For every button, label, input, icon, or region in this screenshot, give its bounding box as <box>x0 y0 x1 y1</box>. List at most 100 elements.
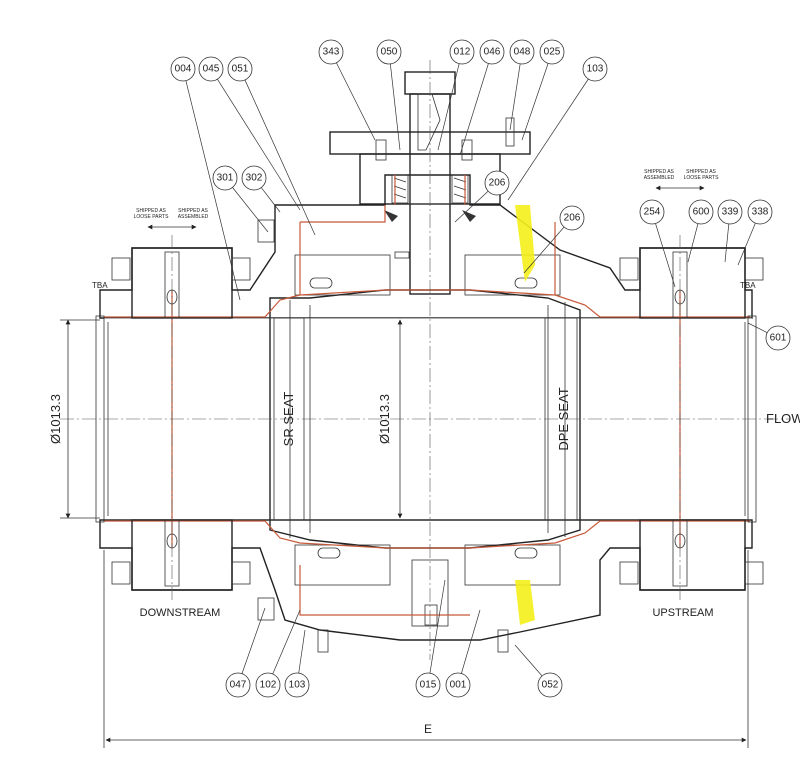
callout-balloon <box>376 39 402 65</box>
callout-label: 046 <box>484 47 501 58</box>
callout-label: 343 <box>323 47 340 58</box>
callout-label: 001 <box>450 680 467 691</box>
callout-leader-line <box>737 222 756 266</box>
callout-leader-line <box>521 63 549 141</box>
callout-leader-line <box>336 62 376 141</box>
callout-leader-line <box>272 609 301 675</box>
callout-label: 103 <box>289 680 306 691</box>
callout-leader-line <box>459 63 489 156</box>
callout-338: 338 <box>737 199 773 266</box>
callout-label: 338 <box>752 207 769 218</box>
callout-leader-line <box>655 223 676 288</box>
callout-339: 339 <box>717 199 743 263</box>
centre-lines <box>60 60 790 660</box>
callout-leader-line <box>687 223 699 263</box>
bore-diameter-center: Ø1013.3 <box>377 394 392 444</box>
callout-label: 102 <box>260 680 277 691</box>
callout-leader-line <box>185 80 241 301</box>
callout-label: 012 <box>454 47 471 58</box>
callout-balloon <box>255 672 281 698</box>
callout-051: 051 <box>227 56 316 236</box>
callout-balloon <box>241 165 267 191</box>
callout-leader-line <box>454 190 489 223</box>
callout-102: 102 <box>255 609 301 698</box>
callout-103: 103 <box>284 629 310 698</box>
callout-206: 206 <box>523 205 585 274</box>
callout-048: 048 <box>509 39 535 131</box>
callout-label: 051 <box>232 64 249 75</box>
flow-label: FLOW <box>766 411 800 426</box>
sr-seat-label: SR SEAT <box>281 392 296 447</box>
callout-label: 254 <box>644 207 661 218</box>
callout-leader-line <box>429 579 446 674</box>
callout-balloon <box>227 56 253 82</box>
callout-025: 025 <box>521 39 565 141</box>
callout-balloon <box>479 39 505 65</box>
valve-body-lower <box>99 519 753 641</box>
callout-012: 012 <box>437 39 475 151</box>
callout-balloon <box>225 672 251 698</box>
callout-045: 045 <box>198 56 301 211</box>
callout-balloon <box>509 39 535 65</box>
callout-leader-line <box>389 63 401 151</box>
callout-balloon <box>537 672 563 698</box>
callout-label: 004 <box>175 64 192 75</box>
callout-label: 601 <box>770 333 787 344</box>
upstream-label: UPSTREAM <box>652 607 713 619</box>
callout-601: 601 <box>747 322 791 351</box>
callout-004: 004 <box>170 56 241 301</box>
tba-right-label: TBA <box>740 281 756 290</box>
callout-254: 254 <box>639 199 676 288</box>
valve-body-upper <box>99 174 753 520</box>
callout-label: 025 <box>544 47 561 58</box>
callout-label: 015 <box>420 680 437 691</box>
callout-047: 047 <box>225 607 266 698</box>
callout-leader-line <box>509 63 521 131</box>
callout-label: 052 <box>542 680 559 691</box>
callout-leader-line <box>747 322 768 333</box>
callout-050: 050 <box>376 39 402 151</box>
callout-balloon <box>688 199 714 225</box>
callout-leader-line <box>437 63 460 151</box>
callout-label: 045 <box>203 64 220 75</box>
callout-label: 301 <box>217 173 234 184</box>
callout-label: 048 <box>514 47 531 58</box>
callout-label: 206 <box>564 213 581 224</box>
downstream-label: DOWNSTREAM <box>140 607 221 619</box>
callout-leader-line <box>507 78 589 201</box>
callout-label: 302 <box>246 173 263 184</box>
callout-302: 302 <box>241 165 281 213</box>
callout-052: 052 <box>514 644 563 698</box>
callout-leader-line <box>523 226 565 274</box>
callout-103: 103 <box>507 56 608 201</box>
yellow-highlights <box>515 205 535 625</box>
callout-label: 050 <box>381 47 398 58</box>
callout-leader-line <box>461 609 481 674</box>
callout-balloon <box>582 56 608 82</box>
dpe-seat-label: DPE SEAT <box>556 387 571 450</box>
dimensions <box>60 185 749 748</box>
callout-balloon <box>212 165 238 191</box>
overall-length-label: E <box>424 722 432 736</box>
callout-015: 015 <box>415 579 446 698</box>
callout-balloon <box>318 39 344 65</box>
callout-label: 103 <box>587 64 604 75</box>
callout-600: 600 <box>687 199 714 263</box>
callout-balloon <box>765 325 791 351</box>
callout-leader-line <box>261 187 281 213</box>
callout-balloon <box>639 199 665 225</box>
tba-left-label: TBA <box>92 281 108 290</box>
callout-label: 047 <box>230 680 247 691</box>
callout-301: 301 <box>212 165 269 233</box>
part-callouts: 004 045 051 343 050 012 046 048 025 103 301 302 206 2… <box>170 39 791 698</box>
callout-label: 600 <box>693 207 710 218</box>
callout-001: 001 <box>445 609 481 698</box>
callout-leader-line <box>232 187 269 233</box>
callout-balloon <box>747 199 773 225</box>
callout-046: 046 <box>459 39 505 156</box>
